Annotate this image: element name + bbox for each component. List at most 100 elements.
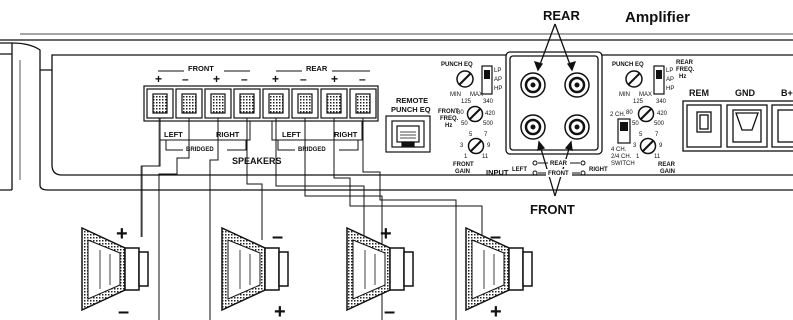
gain-tick: 3 bbox=[633, 143, 637, 149]
rear-filter-ap: AP bbox=[666, 77, 674, 83]
freq-tick: 500 bbox=[483, 121, 494, 127]
freq-tick: 420 bbox=[657, 111, 668, 117]
speaker-3-bottom-polarity: – bbox=[384, 301, 395, 320]
gnd-label: GND bbox=[735, 88, 756, 98]
gain-tick: 1 bbox=[464, 154, 468, 160]
gain-tick: 1 bbox=[636, 154, 640, 160]
front-punch-eq-label: PUNCH EQ bbox=[441, 62, 473, 68]
rear-heading: REAR bbox=[306, 64, 328, 73]
speaker-4 bbox=[465, 226, 533, 312]
input-right-label: RIGHT bbox=[589, 167, 608, 173]
front-freq-label: FREQ. bbox=[440, 116, 459, 122]
speaker-2-top-polarity: – bbox=[272, 226, 283, 248]
channel-4ch-label: 4 CH. bbox=[611, 147, 627, 153]
front-max-label: MAX bbox=[470, 92, 483, 98]
front-filter-switch[interactable] bbox=[481, 65, 493, 95]
rear-freq-hz-label: Hz bbox=[679, 74, 686, 80]
rear-min-label: MIN bbox=[619, 92, 630, 98]
gain-tick: 7 bbox=[655, 132, 659, 138]
front-filter-hp: HP bbox=[494, 86, 502, 92]
input-front-legend: FRONT bbox=[548, 171, 569, 177]
input-label: INPUT bbox=[486, 168, 509, 177]
rear-left-label: LEFT bbox=[282, 130, 301, 139]
gain-tick: 7 bbox=[484, 132, 488, 138]
front-gain-label: FRONT bbox=[453, 162, 474, 168]
channel-switch-label: SWITCH bbox=[611, 161, 635, 167]
channel-2ch-label: 2 CH. bbox=[610, 112, 626, 118]
rca-jack-rear-right[interactable] bbox=[564, 72, 590, 98]
polarity-label: – bbox=[300, 72, 307, 86]
rear-filter-lp: LP bbox=[666, 68, 673, 74]
bplus-label: B+ bbox=[781, 88, 793, 98]
rear-gain-label: GAIN bbox=[660, 169, 675, 175]
speaker-1-bottom-polarity: – bbox=[118, 301, 129, 320]
amplifier-chassis bbox=[0, 33, 793, 191]
rear-freq-label: REAR bbox=[676, 60, 694, 66]
polarity-label: – bbox=[359, 72, 366, 86]
remote-eq-port[interactable] bbox=[385, 115, 431, 153]
amplifier-label: Amplifier bbox=[625, 9, 690, 26]
rca-jack-front-right[interactable] bbox=[564, 114, 590, 140]
speaker-3-top-polarity: + bbox=[380, 223, 392, 245]
gain-tick: 9 bbox=[659, 143, 663, 149]
front-filter-lp: LP bbox=[494, 68, 501, 74]
speaker-terminal-block bbox=[143, 85, 379, 122]
polarity-label: – bbox=[182, 72, 189, 86]
rear-filter-hp: HP bbox=[666, 86, 674, 92]
rem-terminal[interactable] bbox=[686, 104, 722, 148]
speakers-label: SPEAKERS bbox=[232, 156, 282, 166]
polarity-label: + bbox=[331, 72, 338, 86]
freq-tick: 420 bbox=[485, 111, 496, 117]
polarity-label: – bbox=[241, 72, 248, 86]
gnd-terminal[interactable] bbox=[726, 104, 768, 148]
rear-right-label: RIGHT bbox=[334, 130, 358, 139]
speaker-1-top-polarity: + bbox=[116, 223, 128, 245]
gain-tick: 11 bbox=[482, 154, 489, 160]
rear-max-label: MAX bbox=[639, 92, 652, 98]
front-left-label: LEFT bbox=[164, 130, 183, 139]
front-freq-label: FRONT bbox=[438, 109, 459, 115]
rear-filter-switch[interactable] bbox=[653, 65, 665, 95]
rear-input-label: REAR bbox=[543, 8, 580, 23]
rear-bridged-label: BRIDGED bbox=[298, 147, 326, 153]
rear-punch-eq-label: PUNCH EQ bbox=[612, 62, 644, 68]
remote-punch-eq-label: PUNCH EQ bbox=[391, 105, 431, 114]
freq-tick: 340 bbox=[483, 99, 494, 105]
polarity-label: + bbox=[213, 72, 220, 86]
remote-label: REMOTE bbox=[396, 96, 428, 105]
power-terminal-block bbox=[682, 100, 793, 152]
freq-tick: 80 bbox=[626, 110, 633, 116]
freq-tick: 500 bbox=[654, 121, 665, 127]
gain-tick: 3 bbox=[460, 143, 464, 149]
rca-jack-rear-left[interactable] bbox=[520, 72, 546, 98]
gain-tick: 5 bbox=[469, 132, 473, 138]
front-right-label: RIGHT bbox=[216, 130, 240, 139]
freq-tick: 340 bbox=[656, 99, 667, 105]
freq-tick: 50 bbox=[461, 121, 468, 127]
speaker-2 bbox=[221, 226, 289, 312]
input-rear-legend: REAR bbox=[550, 161, 568, 167]
polarity-label: + bbox=[155, 72, 162, 86]
speaker-1 bbox=[81, 226, 149, 312]
speaker-3 bbox=[346, 226, 414, 312]
gain-tick: 9 bbox=[487, 143, 491, 149]
input-left-label: LEFT bbox=[512, 167, 527, 173]
front-filter-ap: AP bbox=[494, 77, 502, 83]
freq-tick: 125 bbox=[461, 99, 472, 105]
rem-label: REM bbox=[689, 88, 709, 98]
rca-jack-front-left[interactable] bbox=[520, 114, 546, 140]
front-min-label: MIN bbox=[450, 92, 461, 98]
speaker-2-bottom-polarity: + bbox=[274, 301, 286, 320]
rca-input-panel bbox=[505, 51, 603, 155]
rear-gain-label: REAR bbox=[658, 162, 676, 168]
front-freq-hz-label: Hz bbox=[445, 123, 452, 129]
front-gain-label: GAIN bbox=[455, 169, 470, 175]
terminal-polarity-labels: + – + – + – + – bbox=[155, 72, 366, 86]
front-heading: FRONT bbox=[188, 64, 214, 73]
front-input-label: FRONT bbox=[530, 202, 575, 217]
gain-tick: 11 bbox=[654, 154, 661, 160]
bplus-terminal[interactable] bbox=[771, 104, 793, 148]
gain-tick: 5 bbox=[639, 132, 643, 138]
rear-freq-label: FREQ. bbox=[676, 67, 695, 73]
